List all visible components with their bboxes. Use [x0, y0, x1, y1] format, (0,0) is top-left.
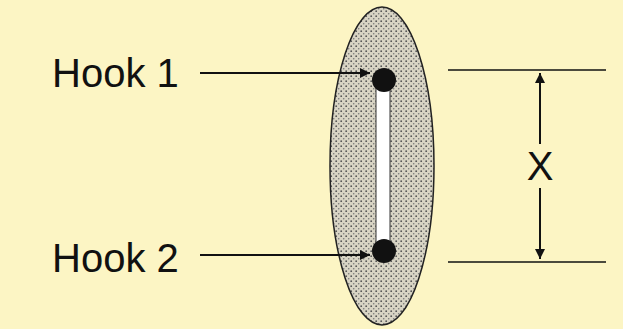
extension-line: [448, 261, 606, 263]
extension-line: [448, 69, 606, 71]
hook-point: [372, 68, 396, 92]
slit-opening: [376, 78, 390, 252]
hook-label: Hook 2: [52, 238, 179, 278]
hook-leader: [200, 72, 370, 74]
tissue-oval: [330, 7, 434, 325]
hook-label: Hook 1: [52, 53, 179, 93]
hook-point: [372, 239, 396, 263]
dimension-label: X: [523, 144, 558, 188]
hook-leader: [200, 254, 370, 256]
